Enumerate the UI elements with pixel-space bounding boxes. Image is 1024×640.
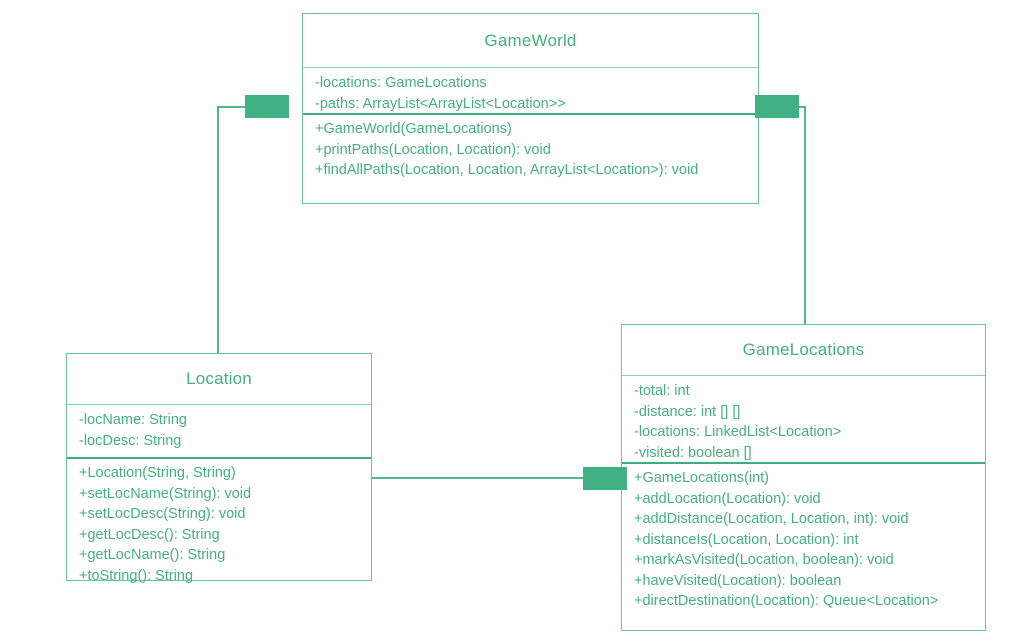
operation-row: +addLocation(Location): void <box>634 490 821 507</box>
class-box-gamelocations[interactable]: GameLocations -total: int -distance: int… <box>621 324 986 631</box>
operation-row: +toString(): String <box>79 567 194 584</box>
operation-row: +distanceIs(Location, Location): int <box>634 531 859 548</box>
composition-diamond-gameworld-gamelocations <box>755 95 799 118</box>
diamond-glyph <box>755 95 799 118</box>
attribute-row: -locDesc: String <box>79 432 182 449</box>
diamond-glyph <box>245 95 289 118</box>
operation-row: +markAsVisited(Location, boolean): void <box>634 552 894 568</box>
operation-row: +setLocName(String): void <box>79 485 252 502</box>
attribute-row: -total: int <box>634 383 690 399</box>
class-name-gameworld: GameWorld <box>484 30 577 50</box>
operation-row: +GameWorld(GameLocations) <box>315 121 512 137</box>
operation-row: +haveVisited(Location): boolean <box>634 572 842 589</box>
class-box-gameworld[interactable]: GameWorld -locations: GameLocations -pat… <box>302 13 759 204</box>
operation-row: +directDestination(Location): Queue<Loca… <box>634 593 939 609</box>
operation-row: +getLocDesc(): String <box>79 526 220 543</box>
operation-row: +setLocDesc(String): void <box>79 506 246 522</box>
attribute-row: -locations: LinkedList<Location> <box>634 424 842 440</box>
attribute-row: -locations: GameLocations <box>315 75 487 91</box>
operation-row: +getLocName(): String <box>79 547 226 563</box>
connector-gameworld-location-vertical <box>217 106 219 354</box>
class-name-location: Location <box>186 369 252 388</box>
class-box-location[interactable]: Location -locName: String -locDesc: Stri… <box>66 353 372 584</box>
class-attributes-gamelocations: -total: int -distance: int [] [] -locati… <box>622 376 985 464</box>
attribute-row: -paths: ArrayList<ArrayList<Location>> <box>315 95 566 112</box>
class-name-gamelocations: GameLocations <box>742 340 865 359</box>
attribute-row: -locName: String <box>79 412 187 428</box>
operation-row: +printPaths(Location, Location): void <box>315 141 551 158</box>
class-operations-gamelocations: +GameLocations(int) +addLocation(Locatio… <box>622 464 985 630</box>
attribute-row: -distance: int [] [] <box>634 403 741 420</box>
connector-gameworld-gamelocations-vertical <box>804 106 806 325</box>
operation-row: +Location(String, String) <box>79 465 236 481</box>
connector-location-gamelocations-horizontal <box>370 477 602 479</box>
operation-row: +addDistance(Location, Location, int): v… <box>634 511 909 527</box>
class-attributes-location: -locName: String -locDesc: String <box>67 405 371 459</box>
operation-row: +GameLocations(int) <box>634 470 769 486</box>
class-operations-location: +Location(String, String) +setLocName(St… <box>67 459 371 592</box>
class-title-row-gameworld: GameWorld <box>303 14 758 68</box>
class-title-row-location: Location <box>67 354 371 405</box>
composition-diamond-location-gamelocations <box>583 467 627 490</box>
operation-row: +findAllPaths(Location, Location, ArrayL… <box>315 162 699 178</box>
diamond-glyph <box>583 467 627 490</box>
composition-diamond-gameworld-location <box>245 95 289 118</box>
class-title-row-gamelocations: GameLocations <box>622 325 985 376</box>
class-attributes-gameworld: -locations: GameLocations -paths: ArrayL… <box>303 68 758 115</box>
class-operations-gameworld: +GameWorld(GameLocations) +printPaths(Lo… <box>303 115 758 203</box>
attribute-row: -visited: boolean [] <box>634 444 752 461</box>
